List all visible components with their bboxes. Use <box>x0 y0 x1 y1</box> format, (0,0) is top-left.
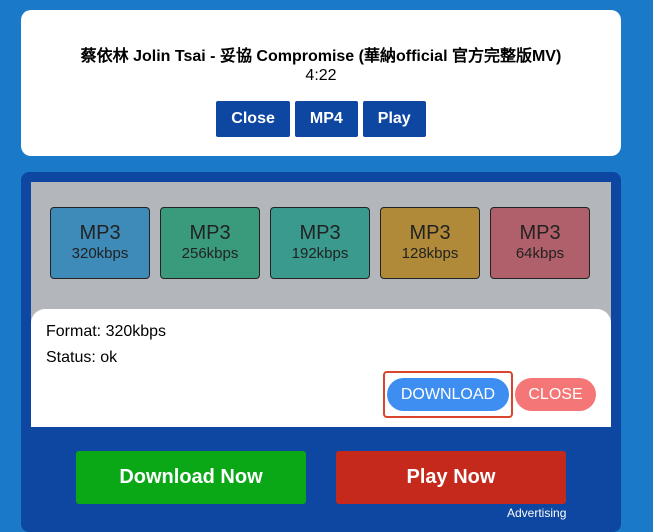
format-type: MP3 <box>189 222 231 244</box>
play-now-ad-button[interactable]: Play Now <box>336 451 566 504</box>
format-type: MP3 <box>299 222 341 244</box>
status-line: Status: ok <box>46 349 118 366</box>
format-line: Format: 320kbps <box>46 323 167 340</box>
format-type: MP3 <box>519 222 561 244</box>
format-option-mp3-320[interactable]: MP3 320kbps <box>50 207 150 279</box>
video-duration: 4:22 <box>305 67 337 84</box>
format-bitrate: 192kbps <box>291 245 349 262</box>
close-button[interactable]: CLOSE <box>515 378 596 411</box>
video-info-card: 蔡依林 Jolin Tsai - 妥協 Compromise (華納offici… <box>21 10 621 156</box>
play-button[interactable]: Play <box>362 101 426 137</box>
format-bitrate: 128kbps <box>401 245 459 262</box>
download-button[interactable]: DOWNLOAD <box>387 378 509 411</box>
mp4-button[interactable]: MP4 <box>294 101 358 137</box>
close-video-button[interactable]: Close <box>216 101 290 137</box>
format-bitrate: 256kbps <box>181 245 239 262</box>
format-bitrate: 64kbps <box>515 245 565 262</box>
download-info-card: Format: 320kbps Status: ok DOWNLOAD CLOS… <box>31 309 611 427</box>
top-button-group: Close MP4 Play <box>21 101 621 137</box>
conversion-panel: MP3 320kbps MP3 256kbps MP3 192kbps MP3 … <box>21 172 621 532</box>
video-title: 蔡依林 Jolin Tsai - 妥協 Compromise (華納offici… <box>80 48 562 65</box>
advertising-label: Advertising <box>507 506 567 520</box>
format-option-mp3-64[interactable]: MP3 64kbps <box>490 207 590 279</box>
download-highlight-box <box>383 371 513 418</box>
format-options: MP3 320kbps MP3 256kbps MP3 192kbps MP3 … <box>50 207 590 279</box>
format-bitrate: 320kbps <box>71 245 129 262</box>
download-now-ad-button[interactable]: Download Now <box>76 451 306 504</box>
format-type: MP3 <box>79 222 121 244</box>
format-option-mp3-192[interactable]: MP3 192kbps <box>270 207 370 279</box>
format-option-mp3-256[interactable]: MP3 256kbps <box>160 207 260 279</box>
format-option-mp3-128[interactable]: MP3 128kbps <box>380 207 480 279</box>
format-type: MP3 <box>409 222 451 244</box>
